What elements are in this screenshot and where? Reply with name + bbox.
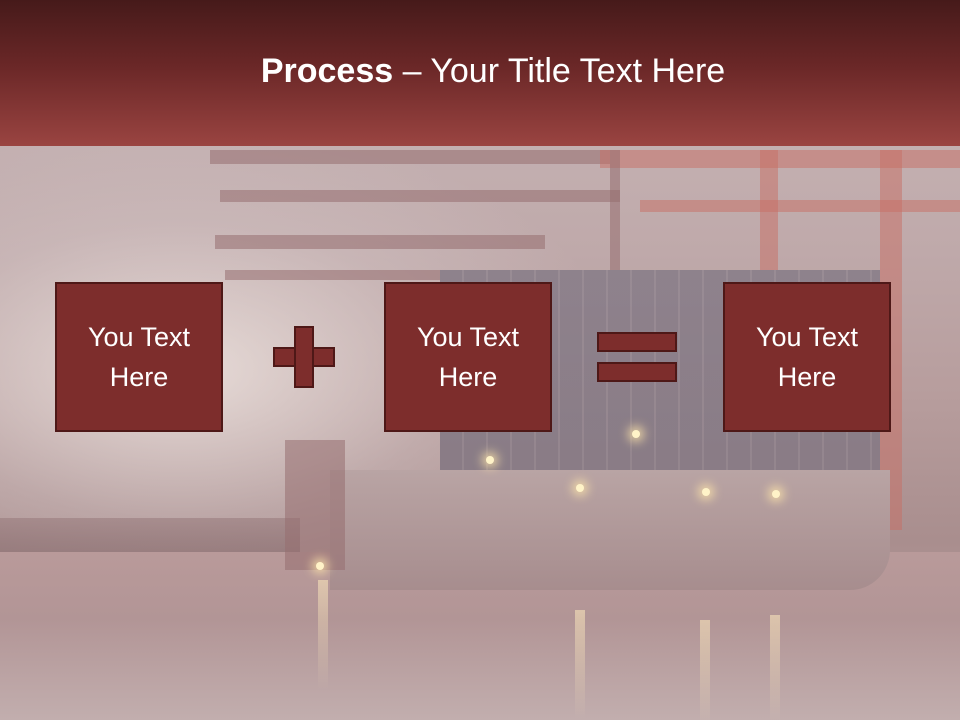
ship-hull xyxy=(330,470,890,590)
light-reflection xyxy=(575,610,585,720)
crane-boom xyxy=(215,235,545,249)
process-box-1[interactable]: You Text Here xyxy=(55,282,223,432)
deck-light xyxy=(486,456,494,464)
crane-boom xyxy=(600,150,960,168)
crane-boom xyxy=(225,270,525,280)
crane-boom xyxy=(640,200,960,212)
deck-light xyxy=(702,488,710,496)
process-box-label: You Text Here xyxy=(755,322,859,392)
title-rest: – Your Title Text Here xyxy=(393,52,726,90)
ship-bow xyxy=(285,440,345,570)
title-bar: Process – Your Title Text Here xyxy=(0,0,960,146)
crane-boom xyxy=(210,150,610,164)
crane-leg xyxy=(880,150,902,530)
plus-center xyxy=(296,349,312,365)
light-reflection xyxy=(318,580,328,690)
far-shoreline xyxy=(0,518,300,554)
equals-bottom-bar xyxy=(597,362,677,382)
process-box-3[interactable]: You Text Here xyxy=(723,282,891,432)
crane-leg xyxy=(610,150,620,270)
light-reflection xyxy=(700,620,710,720)
deck-light xyxy=(772,490,780,498)
process-box-2[interactable]: You Text Here xyxy=(384,282,552,432)
crane-boom xyxy=(220,190,620,202)
title-bold: Process xyxy=(260,52,394,90)
equals-top-bar xyxy=(597,332,677,352)
process-box-label: You Text Here xyxy=(416,322,520,392)
deck-light xyxy=(576,484,584,492)
process-box-label: You Text Here xyxy=(87,322,191,392)
deck-light xyxy=(316,562,324,570)
slide-title[interactable]: Process – Your Title Text Here xyxy=(0,52,960,91)
deck-light xyxy=(632,430,640,438)
light-reflection xyxy=(770,615,780,720)
